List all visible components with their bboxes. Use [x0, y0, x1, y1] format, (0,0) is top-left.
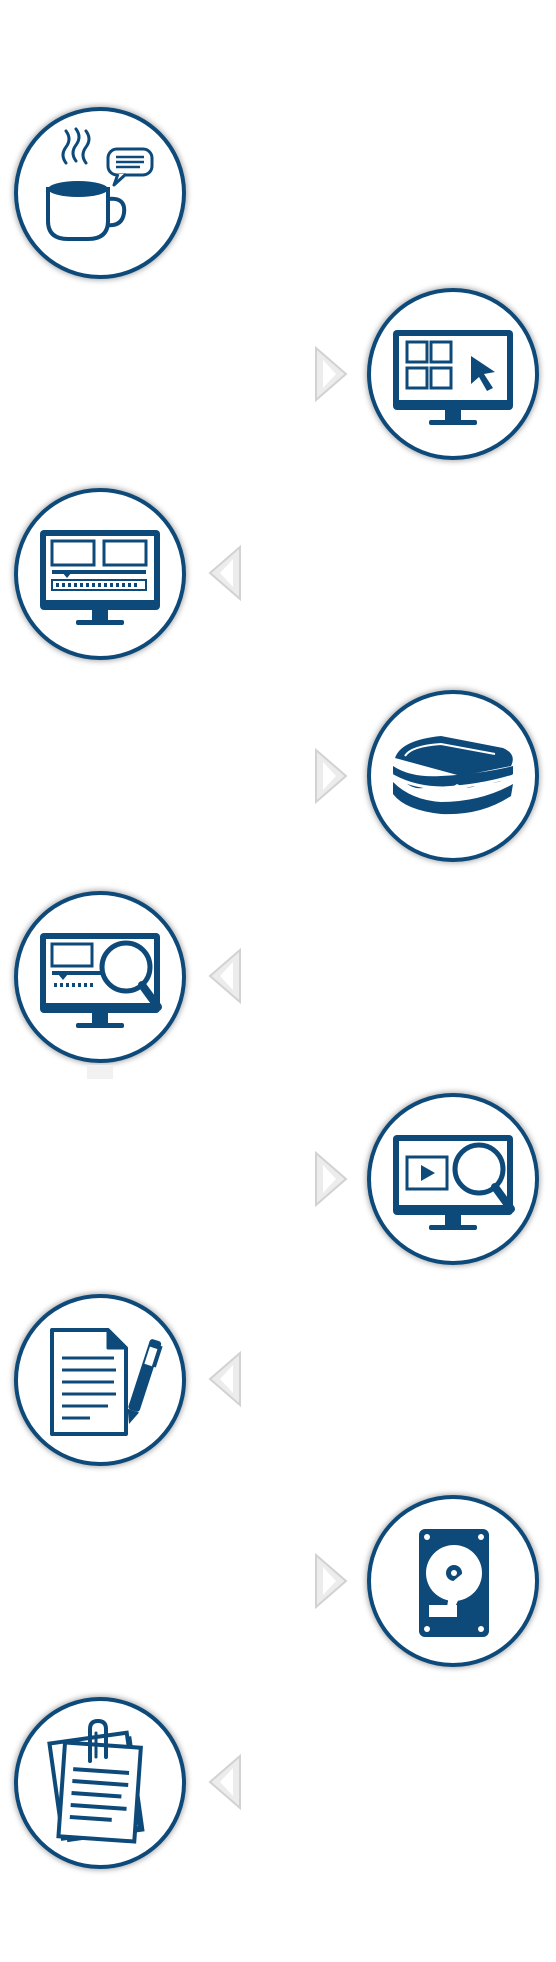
step-4-circle [367, 690, 539, 862]
monitor-grid-cursor-icon [393, 330, 513, 425]
monitor-editor-icon [40, 530, 160, 625]
step-9-circle [14, 1697, 186, 1869]
clipped-papers-icon [47, 1718, 145, 1844]
arrow-left-icon [206, 948, 242, 1004]
arrow-right-icon [314, 748, 350, 804]
step-5-circle [14, 891, 186, 1063]
coffee-chat-icon [46, 127, 154, 241]
monitor-editor-search-icon [40, 933, 162, 1028]
document-pen-icon [50, 1328, 163, 1436]
hard-drive-icon [419, 1529, 489, 1637]
step-2-circle [367, 288, 539, 460]
arrow-left-icon [206, 1754, 242, 1810]
arrow-right-icon [314, 1151, 350, 1207]
step-7-circle [14, 1294, 186, 1466]
step-8-circle [367, 1495, 539, 1667]
connector-stub [87, 1065, 113, 1079]
step-3-circle [14, 488, 186, 660]
arrow-right-icon [314, 1553, 350, 1609]
arrow-left-icon [206, 545, 242, 601]
arrow-right-icon [314, 346, 350, 402]
arrow-left-icon [206, 1351, 242, 1407]
monitor-video-search-icon [393, 1135, 515, 1230]
step-1-circle [14, 107, 186, 279]
sandwich-icon [392, 736, 514, 815]
step-6-circle [367, 1093, 539, 1265]
